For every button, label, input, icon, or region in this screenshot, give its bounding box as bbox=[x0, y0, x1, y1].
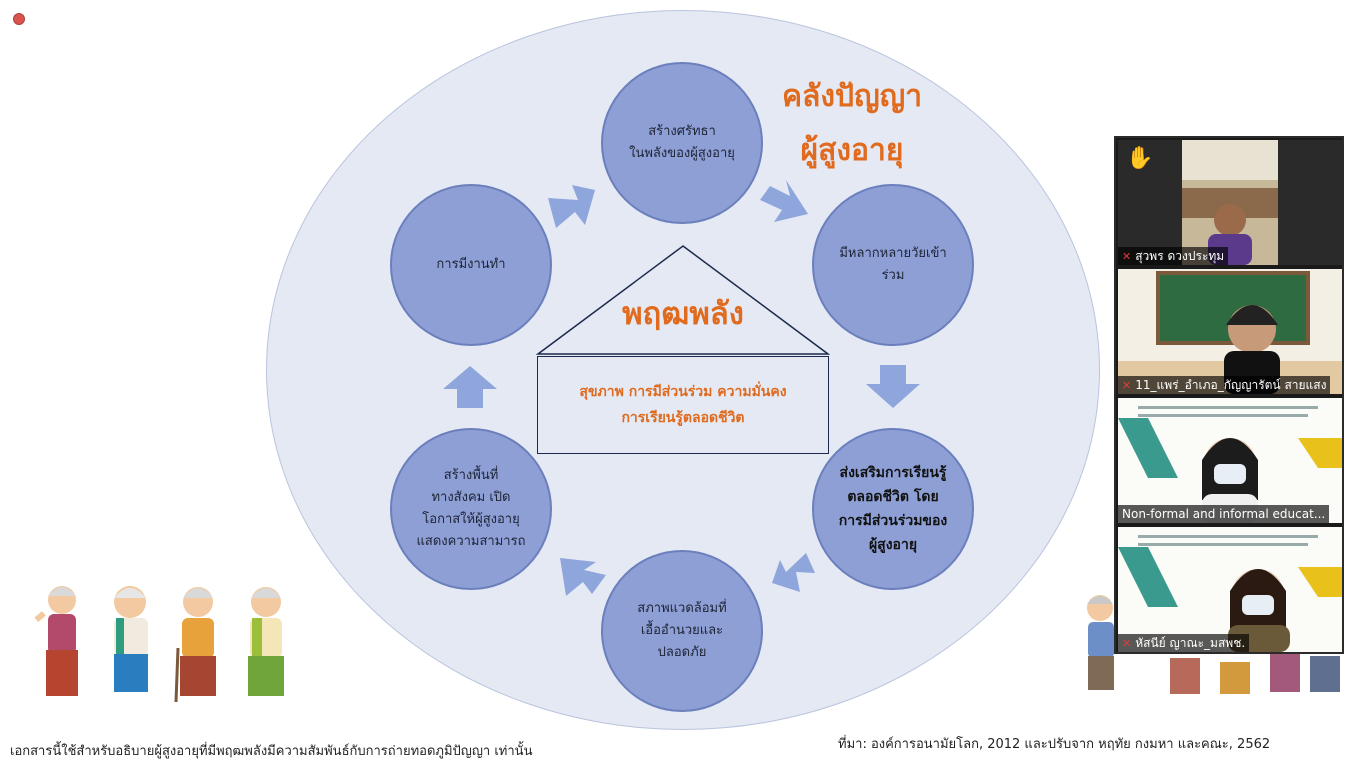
node-text: สร้างพื้นที่ bbox=[443, 468, 499, 483]
participant-video-1 bbox=[1182, 140, 1278, 265]
participant-tile-3[interactable]: Non-formal and informal educat... bbox=[1118, 398, 1342, 523]
node-lifelong-learning: ส่งเสริมการเรียนรู้ ตลอดชีวิต โดย การมีส… bbox=[812, 428, 974, 590]
muted-mic-icon: ✕ bbox=[1122, 379, 1132, 392]
node-text: ผู้สูงอายุ bbox=[868, 537, 918, 553]
video-gallery-panel[interactable]: ✋ ✕สุวพร ดวงประทุม ✕11_แพร่_อำเภอ_กัญญาร… bbox=[1114, 136, 1344, 654]
node-text: ปลอดภัย bbox=[657, 645, 707, 660]
node-text: การมีส่วนร่วมของ bbox=[838, 513, 948, 529]
muted-mic-icon: ✕ bbox=[1122, 637, 1132, 650]
node-build-faith: สร้างศรัทธา ในพลังของผู้สูงอายุ bbox=[601, 62, 763, 224]
roof-triangle bbox=[536, 245, 830, 355]
elderly-cartoon-illustration bbox=[34, 586, 284, 703]
participant-name: Non-formal and informal educat... bbox=[1122, 507, 1326, 521]
participant-tile-1[interactable]: ✋ ✕สุวพร ดวงประทุม bbox=[1118, 140, 1342, 265]
node-text: ตลอดชีวิต โดย bbox=[847, 489, 939, 505]
node-safe-environment: สภาพแวดล้อมที่ เอื้ออำนวยและ ปลอดภัย bbox=[601, 550, 763, 712]
muted-mic-icon: ✕ bbox=[1122, 250, 1132, 263]
participant-name: สุวพร ดวงประทุม bbox=[1135, 249, 1225, 263]
node-multi-generation: มีหลากหลายวัยเข้า ร่วม bbox=[812, 184, 974, 346]
participant-name-bar: ✕11_แพร่_อำเภอ_กัญญารัตน์ สายแสง bbox=[1118, 376, 1331, 394]
node-text: มีหลากหลายวัยเข้า bbox=[839, 246, 947, 261]
node-text: โอกาสให้ผู้สูงอายุ bbox=[422, 512, 520, 527]
participant-name: หัสนีย์ ญาณะ_มสพช. bbox=[1135, 636, 1246, 650]
participant-name: 11_แพร่_อำเภอ_กัญญารัตน์ สายแสง bbox=[1135, 378, 1327, 392]
node-text: สร้างศรัทธา bbox=[648, 124, 716, 139]
node-text: ร่วม bbox=[881, 268, 905, 283]
node-text: ส่งเสริมการเรียนรู้ bbox=[839, 465, 947, 481]
participant-name-bar: ✕หัสนีย์ ญาณะ_มสพช. bbox=[1118, 634, 1250, 652]
node-text: เอื้ออำนวยและ bbox=[640, 623, 724, 638]
active-aging-title: พฤฒพลัง bbox=[622, 296, 744, 332]
recording-indicator-icon bbox=[13, 13, 25, 25]
node-text: ในพลังของผู้สูงอายุ bbox=[629, 146, 735, 161]
pillars-line-1: สุขภาพ การมีส่วนร่วม ความมั่นคง bbox=[579, 384, 787, 400]
node-text: ทางสังคม เปิด bbox=[431, 490, 511, 505]
pillars-line-2: การเรียนรู้ตลอดชีวิต bbox=[621, 410, 745, 426]
node-text: แสดงความสามารถ bbox=[416, 534, 526, 549]
participant-video-3 bbox=[1118, 398, 1342, 523]
pillars-box: สุขภาพ การมีส่วนร่วม ความมั่นคง การเรียน… bbox=[537, 356, 829, 454]
participant-video-4 bbox=[1118, 527, 1342, 652]
slide-title: คลังปัญญา ผู้สูงอายุ bbox=[760, 70, 944, 178]
participant-name-bar: Non-formal and informal educat... bbox=[1118, 505, 1330, 523]
footer-source: ที่มา: องค์การอนามัยโลก, 2012 และปรับจาก… bbox=[838, 737, 1271, 752]
node-text: สภาพแวดล้อมที่ bbox=[637, 601, 727, 616]
slide-title-line-2: ผู้สูงอายุ bbox=[800, 133, 904, 168]
elderly-dancing-illustration bbox=[1087, 595, 1340, 694]
participant-name-bar: ✕สุวพร ดวงประทุม bbox=[1118, 247, 1229, 265]
node-social-space: สร้างพื้นที่ ทางสังคม เปิด โอกาสให้ผู้สู… bbox=[390, 428, 552, 590]
node-employment: การมีงานทำ bbox=[390, 184, 552, 346]
node-text: การมีงานทำ bbox=[436, 257, 506, 272]
footer-disclaimer: เอกสารนี้ใช้สำหรับอธิบายผู้สูงอายุที่มีพ… bbox=[10, 744, 533, 759]
participant-tile-4[interactable]: ✕หัสนีย์ ญาณะ_มสพช. bbox=[1118, 527, 1342, 652]
slide-title-line-1: คลังปัญญา bbox=[781, 79, 923, 114]
raised-hand-icon: ✋ bbox=[1126, 146, 1154, 171]
participant-tile-2[interactable]: ✕11_แพร่_อำเภอ_กัญญารัตน์ สายแสง bbox=[1118, 269, 1342, 394]
